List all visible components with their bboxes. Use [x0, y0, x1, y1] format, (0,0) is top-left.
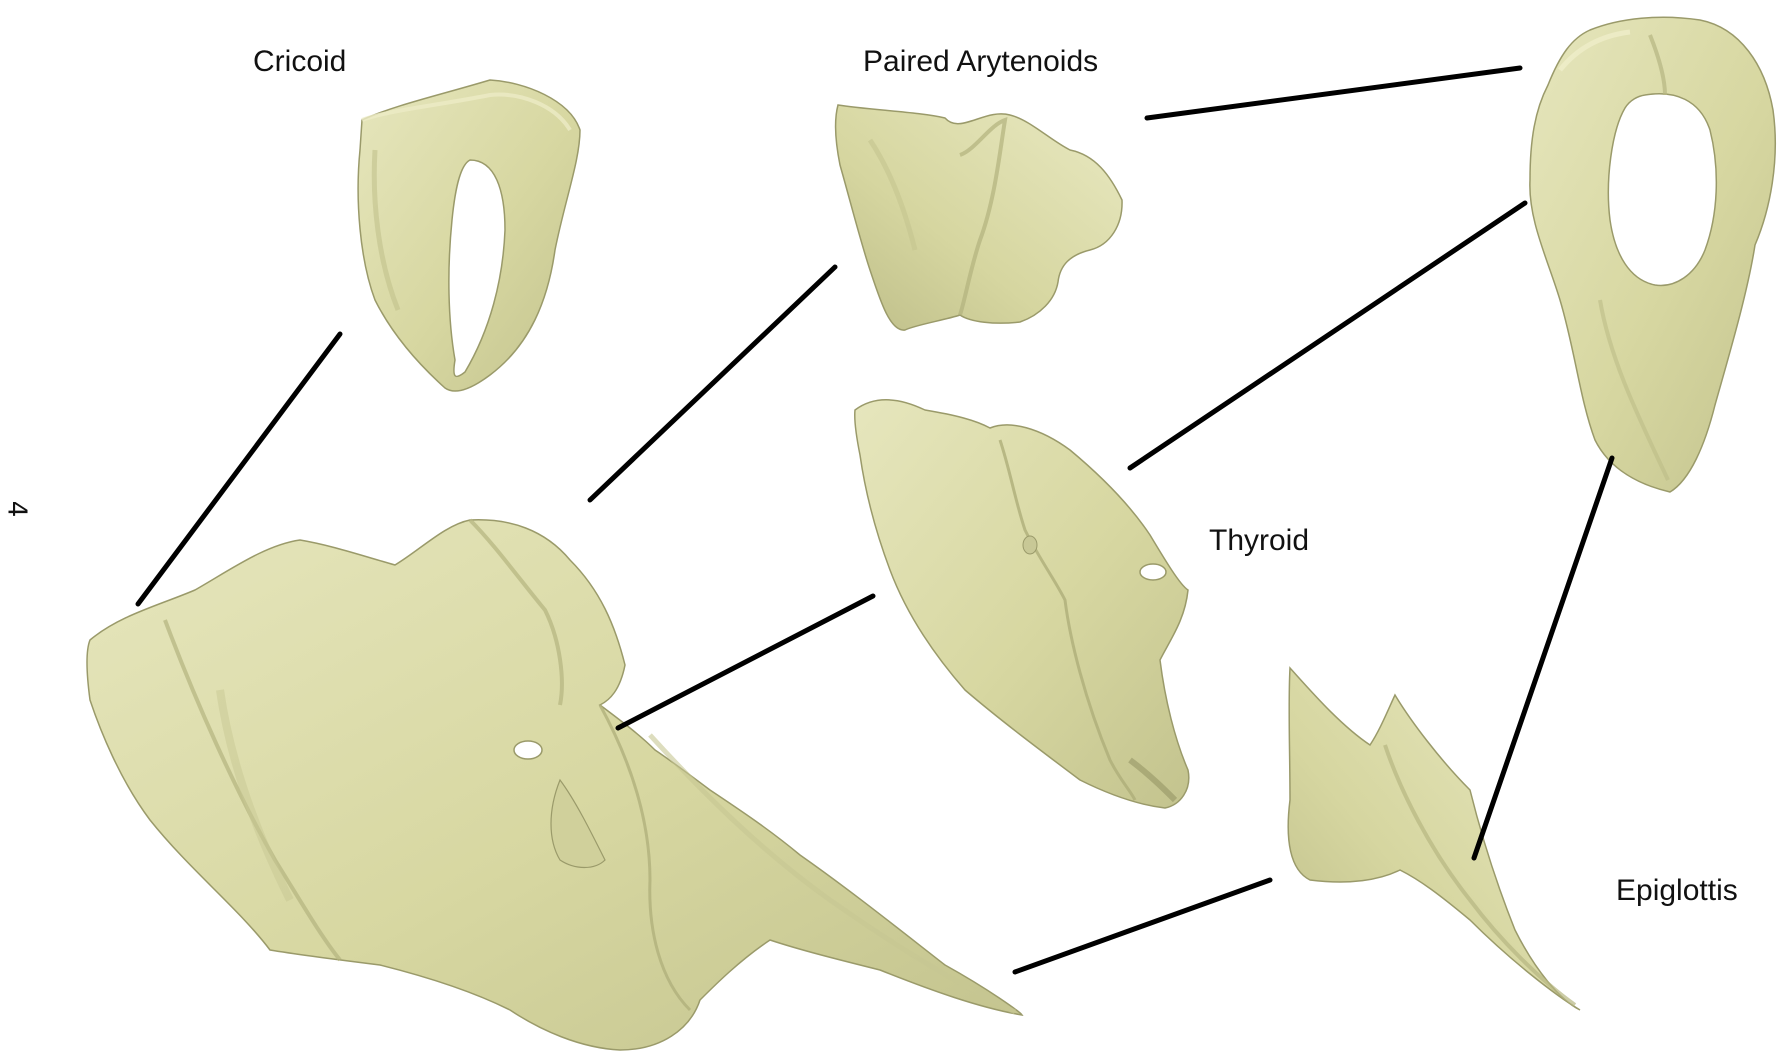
page-number: 4: [3, 501, 29, 518]
larynx-top-view-shape: [1530, 17, 1775, 492]
assembled-larynx-shape: [87, 520, 1022, 1050]
connector-thyroid-assembled: [618, 596, 873, 728]
label-arytenoids: Paired Arytenoids: [863, 47, 1098, 77]
connector-epiglottis-topview: [1474, 458, 1612, 858]
connector-arytenoids-assembled: [590, 267, 835, 500]
label-cricoid: Cricoid: [253, 47, 346, 77]
label-epiglottis: Epiglottis: [1616, 876, 1738, 906]
connector-thyroid-topview: [1130, 203, 1525, 468]
epiglottis-shape: [1288, 668, 1580, 1010]
arytenoids-shape: [836, 105, 1123, 330]
connector-arytenoids-topview: [1147, 68, 1520, 118]
connector-epiglottis-assembled: [1015, 880, 1270, 972]
cricoid-shape: [358, 80, 580, 391]
label-thyroid: Thyroid: [1209, 526, 1309, 556]
